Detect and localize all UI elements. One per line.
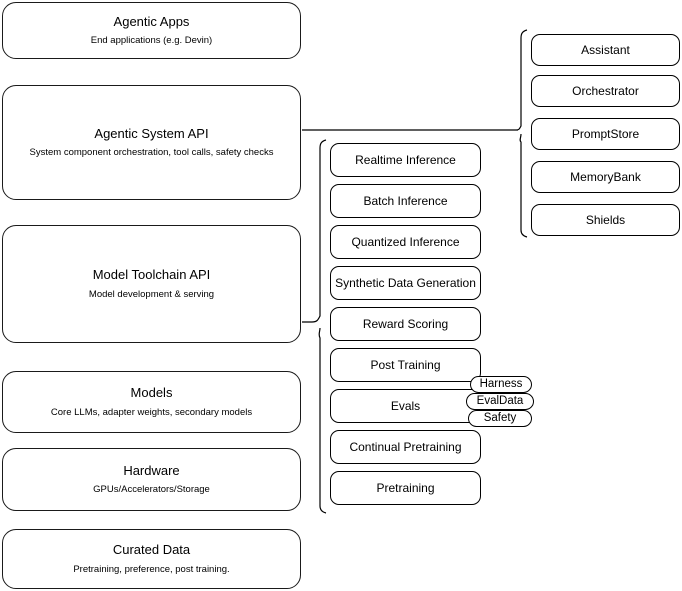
layer-subtitle: Model development & serving	[88, 288, 215, 300]
capability-label: Quantized Inference	[351, 234, 460, 249]
layer-card-hardware[interactable]: Hardware GPUs/Accelerators/Storage	[2, 448, 301, 511]
layer-card-agentic-system-api[interactable]: Agentic System API System component orch…	[2, 85, 301, 200]
capability-label: Pretraining	[376, 480, 435, 495]
capability-continual-pretraining[interactable]: Continual Pretraining	[330, 430, 481, 464]
system-component-label: Shields	[585, 212, 626, 227]
capability-evals[interactable]: Evals	[330, 389, 481, 423]
layer-subtitle: Core LLMs, adapter weights, secondary mo…	[50, 406, 253, 418]
capability-post-training[interactable]: Post Training	[330, 348, 481, 382]
capability-batch-inference[interactable]: Batch Inference	[330, 184, 481, 218]
capability-label: Post Training	[370, 357, 441, 372]
system-component-orchestrator[interactable]: Orchestrator	[531, 75, 680, 107]
capability-label: Reward Scoring	[362, 316, 449, 331]
layer-card-curated-data[interactable]: Curated Data Pretraining, preference, po…	[2, 529, 301, 589]
system-component-shields[interactable]: Shields	[531, 204, 680, 236]
capability-label: Realtime Inference	[355, 152, 456, 167]
capability-label: Evals	[390, 398, 421, 413]
layer-title: Agentic System API	[94, 125, 209, 141]
evals-tag-label: EvalData	[476, 394, 524, 407]
capability-label: Synthetic Data Generation	[335, 275, 476, 290]
capability-reward-scoring[interactable]: Reward Scoring	[330, 307, 481, 341]
layer-card-model-toolchain-api[interactable]: Model Toolchain API Model development & …	[2, 225, 301, 343]
system-component-label: Assistant	[581, 42, 630, 57]
layer-card-models[interactable]: Models Core LLMs, adapter weights, secon…	[2, 371, 301, 433]
evals-tag-label: Harness	[479, 377, 523, 390]
evals-tag-label: Safety	[483, 411, 517, 424]
capability-realtime-inference[interactable]: Realtime Inference	[330, 143, 481, 177]
layer-card-agentic-apps[interactable]: Agentic Apps End applications (e.g. Devi…	[2, 2, 301, 59]
evals-tag-safety[interactable]: Safety	[468, 410, 532, 427]
layer-subtitle: GPUs/Accelerators/Storage	[93, 484, 210, 496]
layer-title: Models	[130, 385, 173, 401]
layer-title: Agentic Apps	[113, 13, 190, 29]
system-component-label: MemoryBank	[570, 169, 641, 184]
layer-subtitle: Pretraining, preference, post training.	[73, 563, 230, 575]
system-component-label: Orchestrator	[572, 83, 639, 98]
capability-synthetic-data-generation[interactable]: Synthetic Data Generation	[330, 266, 481, 300]
capability-label: Batch Inference	[363, 193, 448, 208]
evals-tag-harness[interactable]: Harness	[470, 376, 532, 393]
system-component-label: PromptStore	[571, 126, 640, 141]
capability-label: Continual Pretraining	[349, 439, 462, 454]
layer-title: Model Toolchain API	[92, 267, 211, 283]
layer-subtitle: System component orchestration, tool cal…	[29, 147, 274, 159]
layer-title: Hardware	[123, 462, 180, 478]
capability-quantized-inference[interactable]: Quantized Inference	[330, 225, 481, 259]
system-component-promptstore[interactable]: PromptStore	[531, 118, 680, 150]
system-component-assistant[interactable]: Assistant	[531, 34, 680, 66]
layer-title: Curated Data	[112, 542, 191, 558]
evals-tag-evaldata[interactable]: EvalData	[466, 393, 534, 410]
layer-subtitle: End applications (e.g. Devin)	[90, 35, 213, 47]
system-component-memorybank[interactable]: MemoryBank	[531, 161, 680, 193]
capability-pretraining[interactable]: Pretraining	[330, 471, 481, 505]
